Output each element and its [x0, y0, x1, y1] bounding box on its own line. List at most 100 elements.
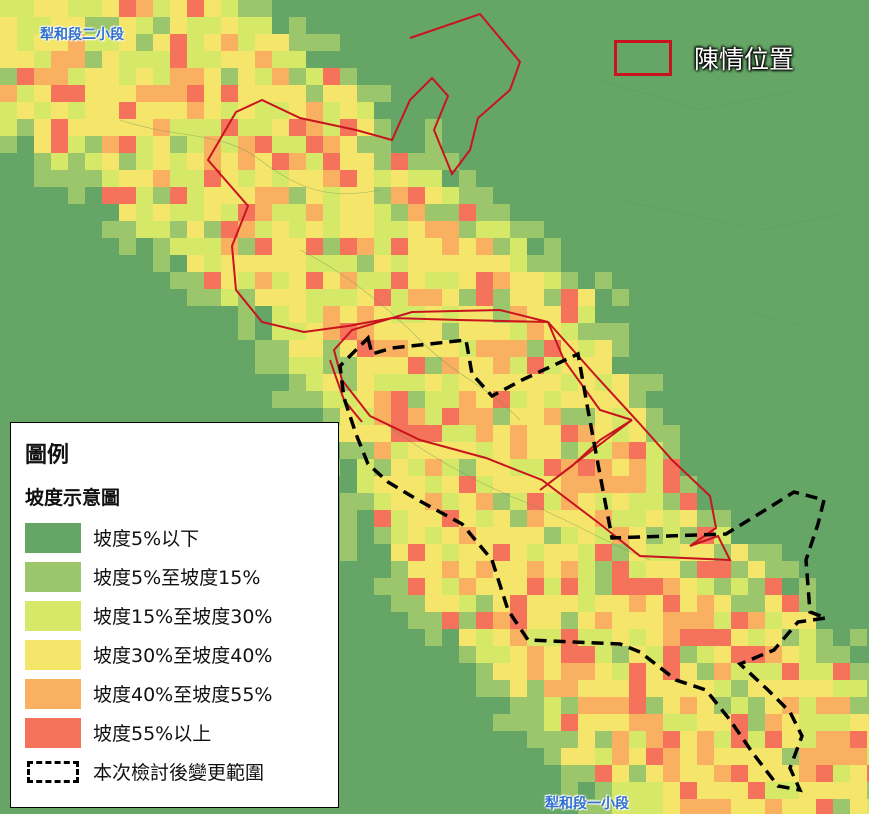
- slope-cell: [595, 578, 612, 595]
- slope-cell: [799, 765, 816, 782]
- slope-cell: [714, 782, 731, 799]
- slope-cell: [493, 612, 510, 629]
- slope-cell: [357, 459, 374, 476]
- slope-cell: [459, 357, 476, 374]
- slope-cell: [697, 748, 714, 765]
- slope-cell: [34, 68, 51, 85]
- slope-cell: [391, 153, 408, 170]
- slope-cell: [357, 425, 374, 442]
- slope-cell: [85, 17, 102, 34]
- slope-cell: [527, 714, 544, 731]
- slope-cell: [527, 595, 544, 612]
- slope-cell: [595, 527, 612, 544]
- slope-cell: [357, 476, 374, 493]
- slope-cell: [748, 697, 765, 714]
- slope-cell: [493, 255, 510, 272]
- slope-cell: [408, 204, 425, 221]
- slope-cell: [170, 0, 187, 17]
- slope-cell: [459, 374, 476, 391]
- slope-cell: [357, 306, 374, 323]
- slope-cell: [323, 170, 340, 187]
- slope-cell: [357, 374, 374, 391]
- slope-cell: [153, 85, 170, 102]
- slope-cell: [680, 697, 697, 714]
- slope-cell: [510, 527, 527, 544]
- slope-cell: [34, 153, 51, 170]
- slope-cell: [17, 136, 34, 153]
- slope-cell: [408, 289, 425, 306]
- slope-cell: [697, 459, 714, 476]
- slope-cell: [102, 221, 119, 238]
- slope-cell: [425, 187, 442, 204]
- slope-cell: [153, 34, 170, 51]
- slope-cell: [493, 663, 510, 680]
- slope-cell: [629, 578, 646, 595]
- slope-cell: [561, 544, 578, 561]
- slope-cell: [510, 476, 527, 493]
- slope-cell: [459, 544, 476, 561]
- petition-site-key: 陳情位置: [614, 40, 794, 76]
- slope-cell: [391, 391, 408, 408]
- slope-cell: [68, 187, 85, 204]
- slope-cell: [204, 85, 221, 102]
- slope-cell: [629, 442, 646, 459]
- slope-cell: [272, 187, 289, 204]
- slope-cell: [680, 748, 697, 765]
- slope-cell: [697, 714, 714, 731]
- slope-cell: [595, 697, 612, 714]
- slope-cell: [544, 578, 561, 595]
- slope-cell: [51, 68, 68, 85]
- slope-cell: [289, 187, 306, 204]
- slope-cell: [578, 782, 595, 799]
- slope-cell: [714, 663, 731, 680]
- slope-cell: [0, 51, 17, 68]
- slope-cell: [442, 374, 459, 391]
- slope-cell: [255, 255, 272, 272]
- slope-cell: [493, 425, 510, 442]
- slope-cell: [561, 527, 578, 544]
- slope-cell: [510, 680, 527, 697]
- slope-cell: [578, 663, 595, 680]
- slope-cell: [816, 748, 833, 765]
- slope-cell: [850, 680, 867, 697]
- slope-cell: [459, 425, 476, 442]
- slope-cell: [306, 51, 323, 68]
- slope-cell: [731, 527, 748, 544]
- slope-cell: [306, 289, 323, 306]
- slope-cell: [204, 289, 221, 306]
- slope-cell: [187, 119, 204, 136]
- slope-cell: [544, 680, 561, 697]
- slope-cell: [221, 17, 238, 34]
- slope-cell: [408, 238, 425, 255]
- slope-cell: [289, 204, 306, 221]
- slope-cell: [510, 272, 527, 289]
- slope-cell: [578, 476, 595, 493]
- slope-cell: [459, 629, 476, 646]
- slope-cell: [153, 102, 170, 119]
- slope-cell: [102, 170, 119, 187]
- slope-cell: [748, 680, 765, 697]
- slope-cell: [357, 391, 374, 408]
- slope-cell: [833, 680, 850, 697]
- slope-cell: [544, 357, 561, 374]
- slope-cell: [391, 561, 408, 578]
- slope-cell: [527, 493, 544, 510]
- slope-cell: [272, 255, 289, 272]
- slope-cell: [34, 136, 51, 153]
- slope-cell: [629, 561, 646, 578]
- slope-cell: [493, 408, 510, 425]
- slope-cell: [561, 782, 578, 799]
- slope-cell: [357, 102, 374, 119]
- slope-cell: [595, 272, 612, 289]
- slope-cell: [255, 51, 272, 68]
- slope-cell: [833, 782, 850, 799]
- slope-cell: [629, 510, 646, 527]
- slope-cell: [578, 765, 595, 782]
- slope-cell: [17, 17, 34, 34]
- slope-cell: [442, 544, 459, 561]
- slope-cell: [357, 544, 374, 561]
- slope-cell: [527, 663, 544, 680]
- slope-cell: [306, 187, 323, 204]
- slope-cell: [646, 663, 663, 680]
